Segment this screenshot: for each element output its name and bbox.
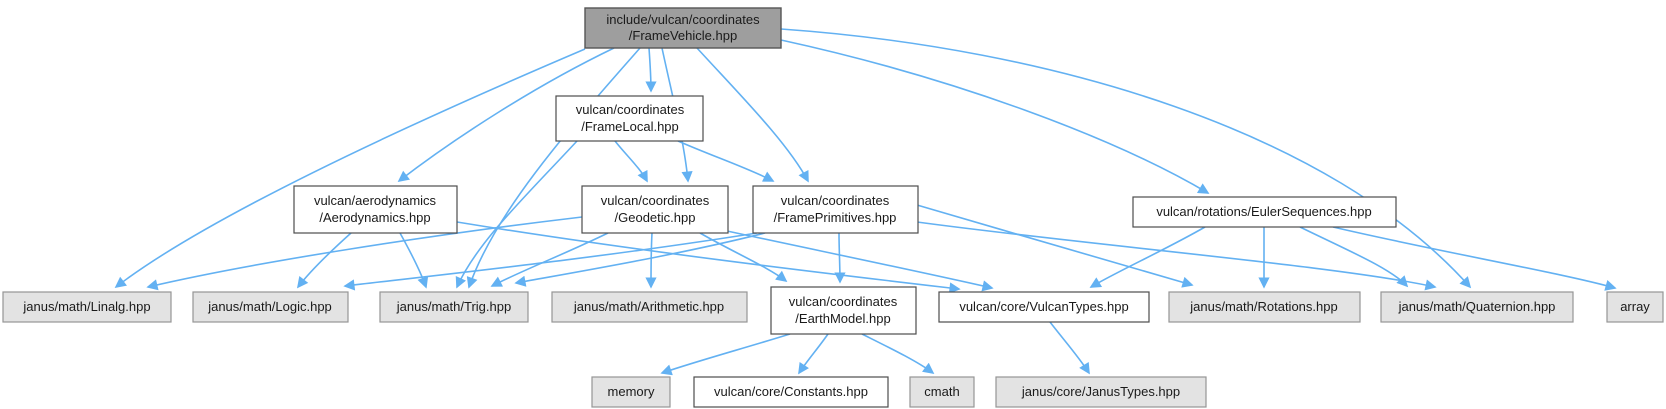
node-arithmetic[interactable]: janus/math/Arithmetic.hpp [551, 291, 748, 323]
node-arithmetic-box[interactable] [551, 291, 748, 323]
node-earth-model[interactable]: vulcan/coordinates /EarthModel.hpp [770, 286, 917, 335]
edge-frame-vehicle-to-euler-sequences [780, 39, 1210, 194]
node-rotations-label: janus/math/Rotations.hpp [1189, 299, 1337, 314]
node-euler-sequences-label: vulcan/rotations/EulerSequences.hpp [1156, 204, 1371, 219]
node-array-box[interactable] [1606, 291, 1664, 323]
edge-earth-model-to-memory [660, 333, 791, 376]
node-arithmetic-label: janus/math/Arithmetic.hpp [573, 299, 724, 314]
node-cmath-box[interactable] [909, 376, 975, 408]
node-vulcan-types[interactable]: vulcan/core/VulcanTypes.hpp [938, 291, 1150, 323]
edge-frame-local-to-geodetic [614, 140, 648, 183]
node-aerodynamics-box[interactable] [293, 185, 458, 234]
edge-frame-primitives-to-earth-model [834, 232, 846, 284]
node-array[interactable]: array [1606, 291, 1664, 323]
edge-geodetic-to-vulcan-types [726, 230, 994, 292]
node-frame-primitives[interactable]: vulcan/coordinates /FramePrimitives.hpp [752, 185, 919, 234]
node-frame-vehicle-label-line1: include/vulcan/coordinates [606, 12, 760, 27]
node-rotations-box[interactable] [1168, 291, 1361, 323]
node-euler-sequences[interactable]: vulcan/rotations/EulerSequences.hpp [1132, 196, 1397, 228]
node-cmath-label: cmath [924, 384, 959, 399]
node-quaternion[interactable]: janus/math/Quaternion.hpp [1380, 291, 1574, 323]
node-earth-model-box[interactable] [770, 286, 917, 335]
edge-frame-primitives-to-logic [343, 232, 758, 291]
edge-euler-sequences-to-array [1332, 226, 1617, 291]
node-constants-box[interactable] [693, 376, 889, 408]
node-constants[interactable]: vulcan/core/Constants.hpp [693, 376, 889, 408]
node-memory[interactable]: memory [591, 376, 671, 408]
node-memory-label: memory [608, 384, 655, 399]
edge-aerodynamics-to-vulcan-types [456, 221, 961, 294]
node-quaternion-label: janus/math/Quaternion.hpp [1398, 299, 1556, 314]
edge-geodetic-to-arithmetic [645, 232, 657, 289]
edge-earth-model-to-constants [798, 333, 829, 375]
node-aerodynamics-label-line2: /Aerodynamics.hpp [319, 210, 430, 225]
node-janus-types-box[interactable] [995, 376, 1207, 408]
node-aerodynamics[interactable]: vulcan/aerodynamics /Aerodynamics.hpp [293, 185, 458, 234]
node-logic[interactable]: janus/math/Logic.hpp [192, 291, 349, 323]
edge-frame-vehicle-to-frame-primitives [696, 47, 809, 183]
node-earth-model-label-line1: vulcan/coordinates [789, 294, 898, 309]
node-array-label: array [1620, 299, 1650, 314]
edge-frame-local-to-frame-primitives [677, 140, 775, 182]
node-janus-types-label: janus/core/JanusTypes.hpp [1021, 384, 1180, 399]
edge-frame-primitives-to-quaternion [916, 221, 1437, 291]
node-logic-label: janus/math/Logic.hpp [207, 299, 332, 314]
node-cmath[interactable]: cmath [909, 376, 975, 408]
edge-frame-vehicle-to-linalg [114, 48, 586, 289]
node-memory-box[interactable] [591, 376, 671, 408]
node-janus-types[interactable]: janus/core/JanusTypes.hpp [995, 376, 1207, 408]
node-aerodynamics-label-line1: vulcan/aerodynamics [314, 193, 437, 208]
node-frame-local[interactable]: vulcan/coordinates /FrameLocal.hpp [555, 95, 704, 142]
edge-geodetic-to-trig [490, 232, 609, 287]
node-linalg[interactable]: janus/math/Linalg.hpp [2, 291, 172, 323]
node-vulcan-types-label: vulcan/core/VulcanTypes.hpp [959, 299, 1128, 314]
node-frame-vehicle-label-line2: /FrameVehicle.hpp [629, 28, 737, 43]
node-geodetic-label-line2: /Geodetic.hpp [615, 210, 696, 225]
node-frame-local-label-line2: /FrameLocal.hpp [581, 119, 679, 134]
node-frame-vehicle[interactable]: include/vulcan/coordinates /FrameVehicle… [584, 7, 782, 49]
node-logic-box[interactable] [192, 291, 349, 323]
node-constants-label: vulcan/core/Constants.hpp [714, 384, 868, 399]
node-geodetic-label-line1: vulcan/coordinates [601, 193, 710, 208]
edge-frame-local-to-trig [455, 140, 578, 289]
node-geodetic-box[interactable] [581, 185, 729, 234]
edge-geodetic-to-earth-model [699, 232, 788, 283]
node-trig-box[interactable] [379, 291, 529, 323]
node-frame-primitives-label-line2: /FramePrimitives.hpp [774, 210, 897, 225]
edge-frame-primitives-to-trig [514, 232, 766, 287]
node-vulcan-types-box[interactable] [938, 291, 1150, 323]
edge-frame-vehicle-to-aerodynamics [397, 47, 615, 183]
node-frame-vehicle-box[interactable] [584, 7, 782, 49]
edge-frame-vehicle-to-frame-local [645, 47, 657, 93]
edge-aerodynamics-to-trig [399, 232, 429, 289]
node-euler-sequences-box[interactable] [1132, 196, 1397, 228]
node-linalg-box[interactable] [2, 291, 172, 323]
edge-vulcan-types-to-janus-types [1049, 321, 1090, 375]
edge-euler-sequences-to-quaternion [1299, 226, 1409, 288]
node-quaternion-box[interactable] [1380, 291, 1574, 323]
node-frame-local-label-line1: vulcan/coordinates [576, 102, 685, 117]
edge-frame-primitives-to-rotations [916, 204, 1194, 288]
node-frame-primitives-box[interactable] [752, 185, 919, 234]
edge-earth-model-to-cmath [861, 333, 935, 375]
node-geodetic[interactable]: vulcan/coordinates /Geodetic.hpp [581, 185, 729, 234]
edge-aerodynamics-to-logic [296, 232, 352, 289]
edge-geodetic-to-linalg [146, 216, 583, 291]
node-rotations[interactable]: janus/math/Rotations.hpp [1168, 291, 1361, 323]
node-earth-model-label-line2: /EarthModel.hpp [795, 311, 890, 326]
node-trig-label: janus/math/Trig.hpp [396, 299, 511, 314]
edge-frame-vehicle-to-trig [466, 47, 641, 289]
edge-frame-vehicle-to-quaternion [780, 28, 1472, 289]
node-frame-local-box[interactable] [555, 95, 704, 142]
node-frame-primitives-label-line1: vulcan/coordinates [781, 193, 890, 208]
edge-layer [114, 28, 1617, 376]
node-trig[interactable]: janus/math/Trig.hpp [379, 291, 529, 323]
edge-euler-sequences-to-vulcan-types [1089, 226, 1206, 288]
node-linalg-label: janus/math/Linalg.hpp [22, 299, 150, 314]
